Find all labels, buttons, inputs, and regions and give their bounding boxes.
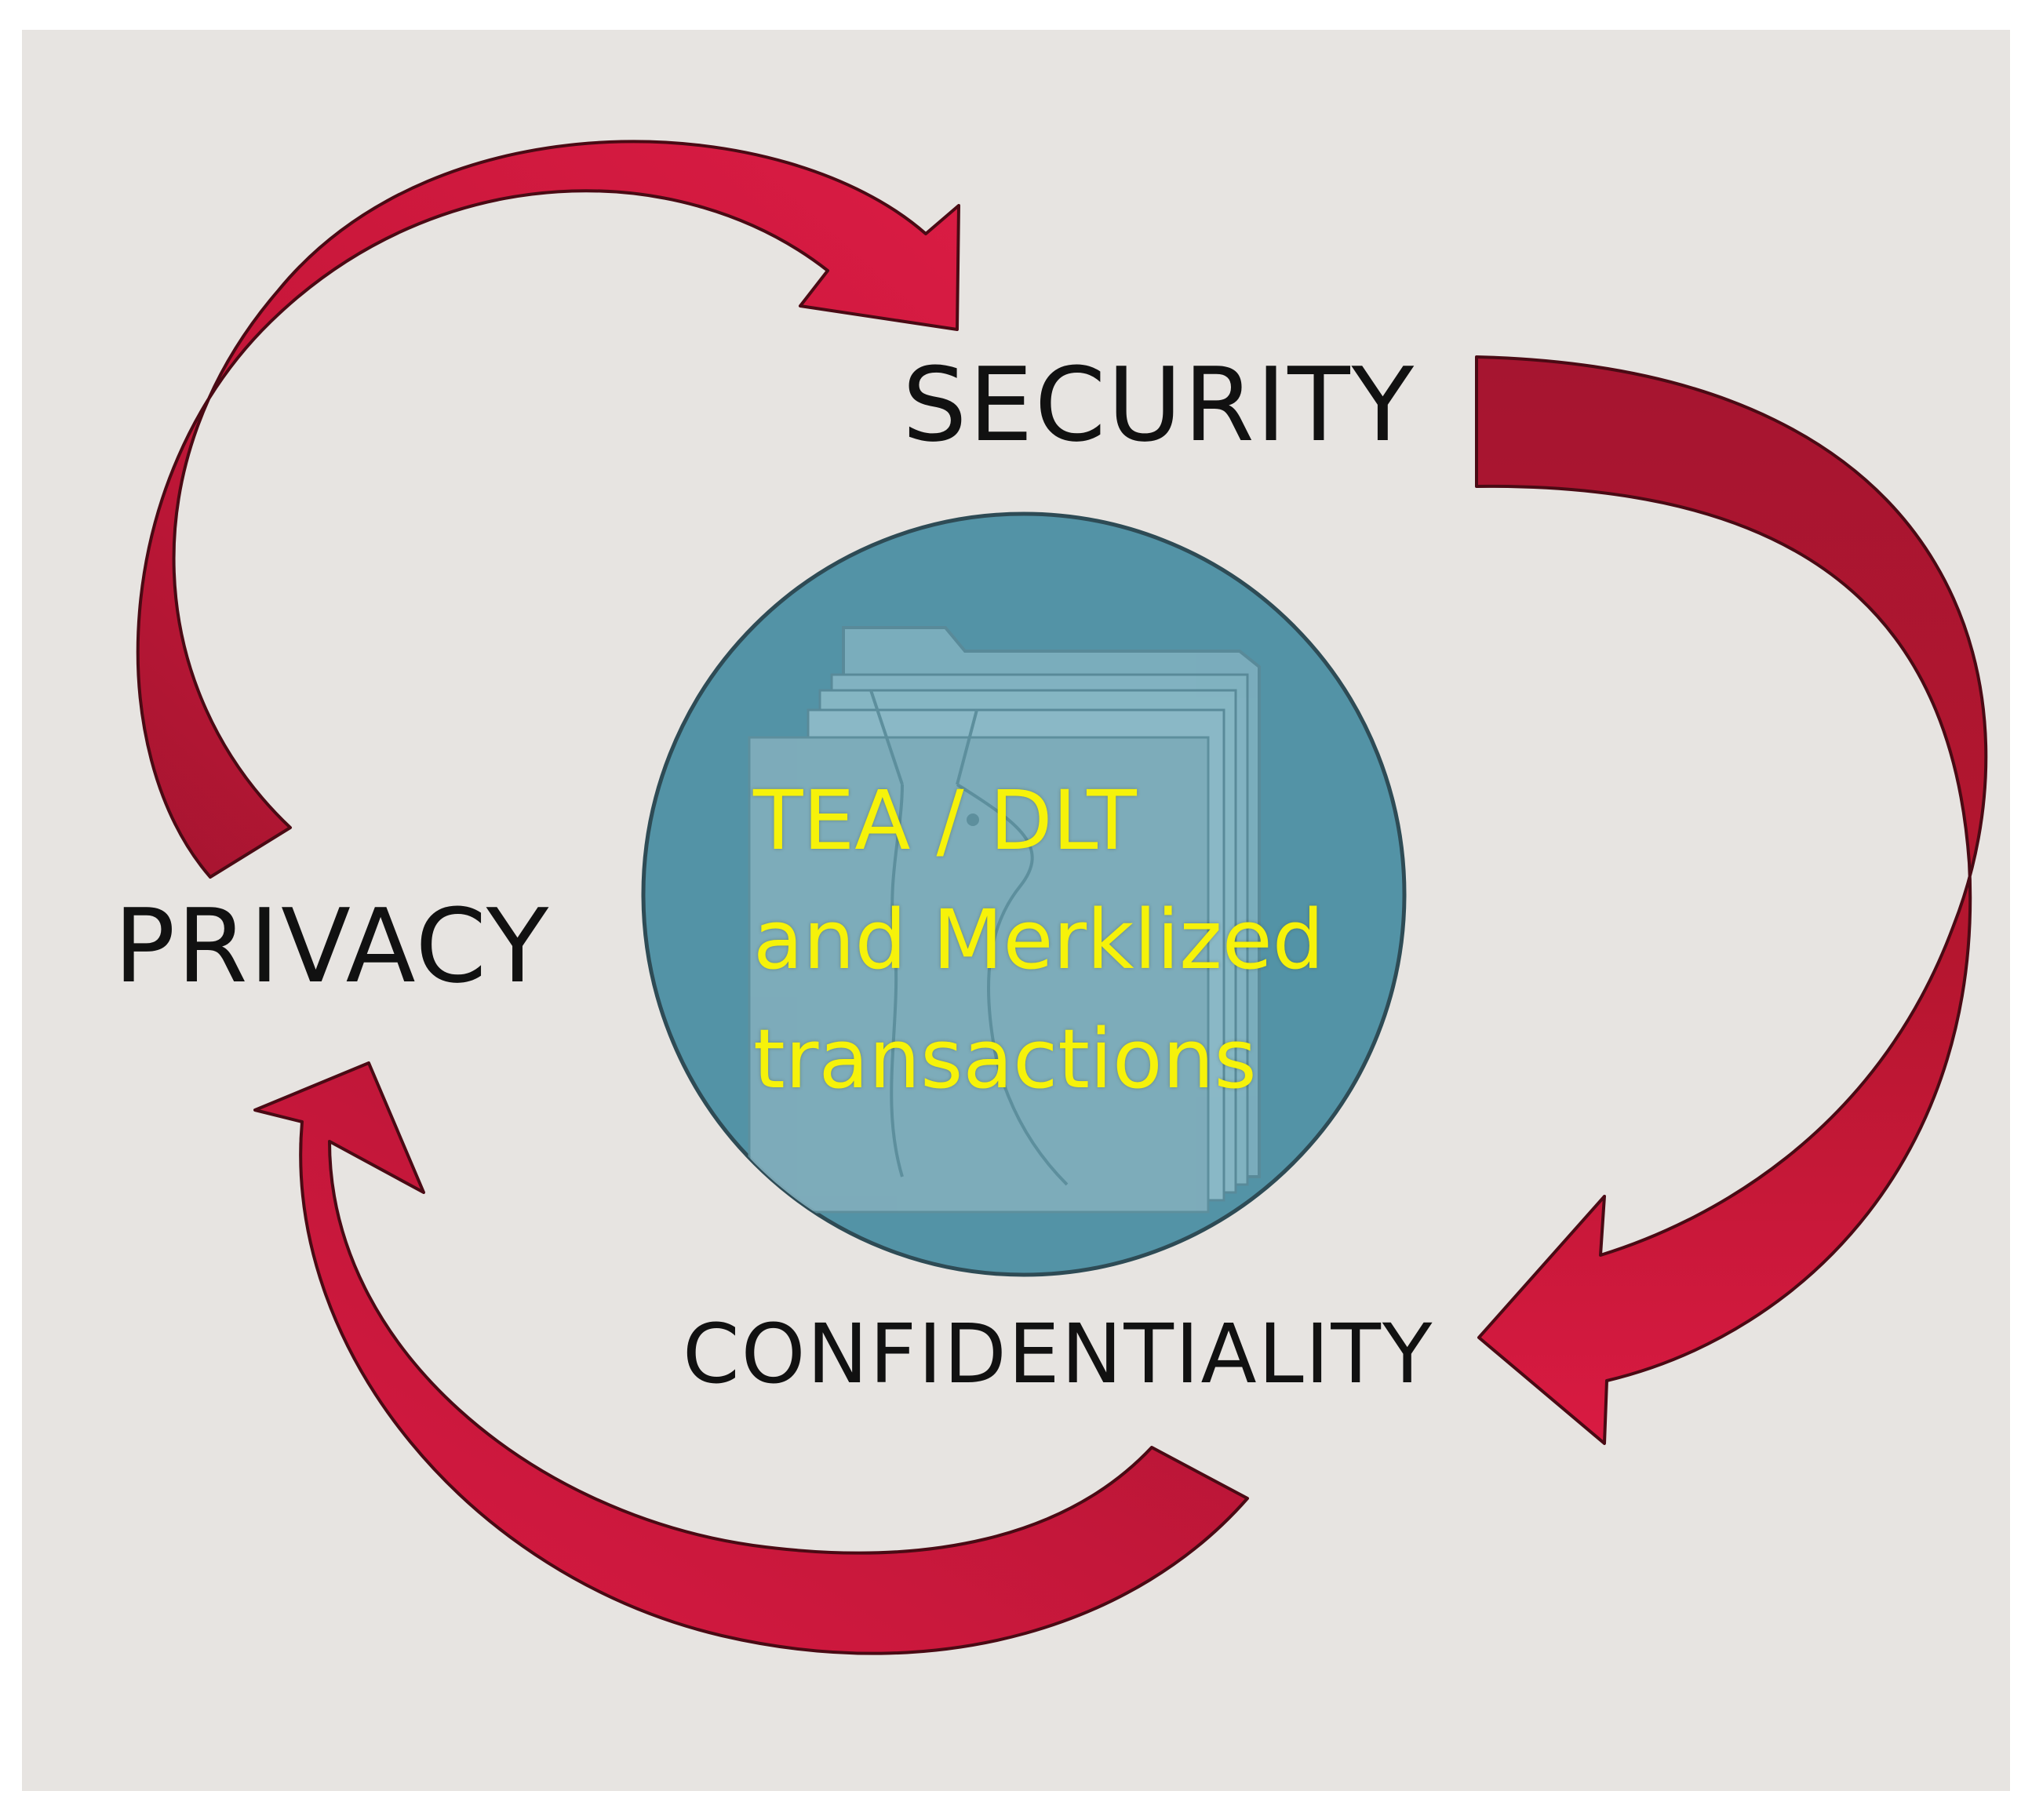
- llama-folder-icon: [748, 626, 1261, 1214]
- arrow-confidentiality-to-privacy: [253, 1061, 1249, 1655]
- node-security: SECURITY: [902, 345, 1416, 464]
- arrow-privacy-to-security: [136, 140, 960, 879]
- node-privacy: PRIVACY: [114, 886, 551, 1006]
- center-line-3: transactions: [753, 1011, 1257, 1107]
- center-line-2: and Merklized: [753, 892, 1324, 988]
- center-label: TEA / DLT and Merklized transactions: [753, 761, 1365, 1119]
- node-confidentiality: CONFIDENTIALITY: [683, 1306, 1434, 1402]
- arrow-security-to-confidentiality: [1475, 355, 1988, 1445]
- center-line-1: TEA / DLT: [753, 773, 1137, 868]
